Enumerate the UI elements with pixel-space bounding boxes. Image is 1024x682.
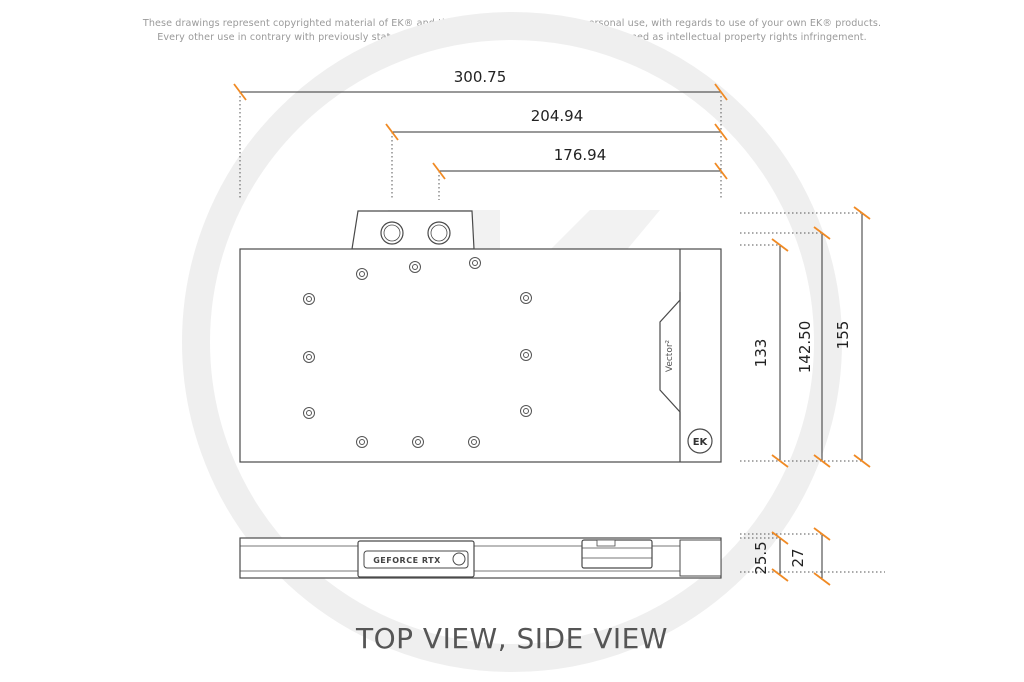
dim-height-total: 155 bbox=[834, 321, 852, 350]
side-badge-logo-icon bbox=[452, 552, 466, 566]
top-dimension-lines bbox=[233, 83, 728, 200]
dim-height-terminal: 142.50 bbox=[796, 321, 814, 374]
terminal-outline bbox=[351, 210, 475, 250]
dim-port-to-end-inner: 176.94 bbox=[554, 146, 607, 164]
dim-height-block: 133 bbox=[752, 339, 770, 368]
mounting-screws bbox=[303, 257, 532, 448]
top-view bbox=[239, 210, 722, 463]
ek-logo-text: EK bbox=[693, 437, 709, 448]
port-left bbox=[380, 221, 404, 245]
dim-overall-length: 300.75 bbox=[454, 68, 507, 86]
side-dimension-lines bbox=[740, 527, 885, 586]
side-view bbox=[239, 537, 722, 579]
side-connector bbox=[581, 539, 653, 569]
dim-thickness-total: 27 bbox=[789, 548, 807, 567]
dim-port-to-end-outer: 204.94 bbox=[531, 107, 584, 125]
block-outline bbox=[239, 248, 722, 463]
vector-brand-text: Vector² bbox=[665, 339, 675, 372]
ek-logo-badge: EK bbox=[687, 428, 713, 454]
side-badge-text: GEFORCE RTX bbox=[373, 556, 441, 565]
right-dimension-lines bbox=[740, 206, 871, 468]
dim-thickness-block: 25.5 bbox=[752, 541, 770, 574]
view-title: TOP VIEW, SIDE VIEW bbox=[356, 622, 668, 655]
vector-plate-curve bbox=[659, 292, 681, 420]
port-right bbox=[427, 221, 451, 245]
